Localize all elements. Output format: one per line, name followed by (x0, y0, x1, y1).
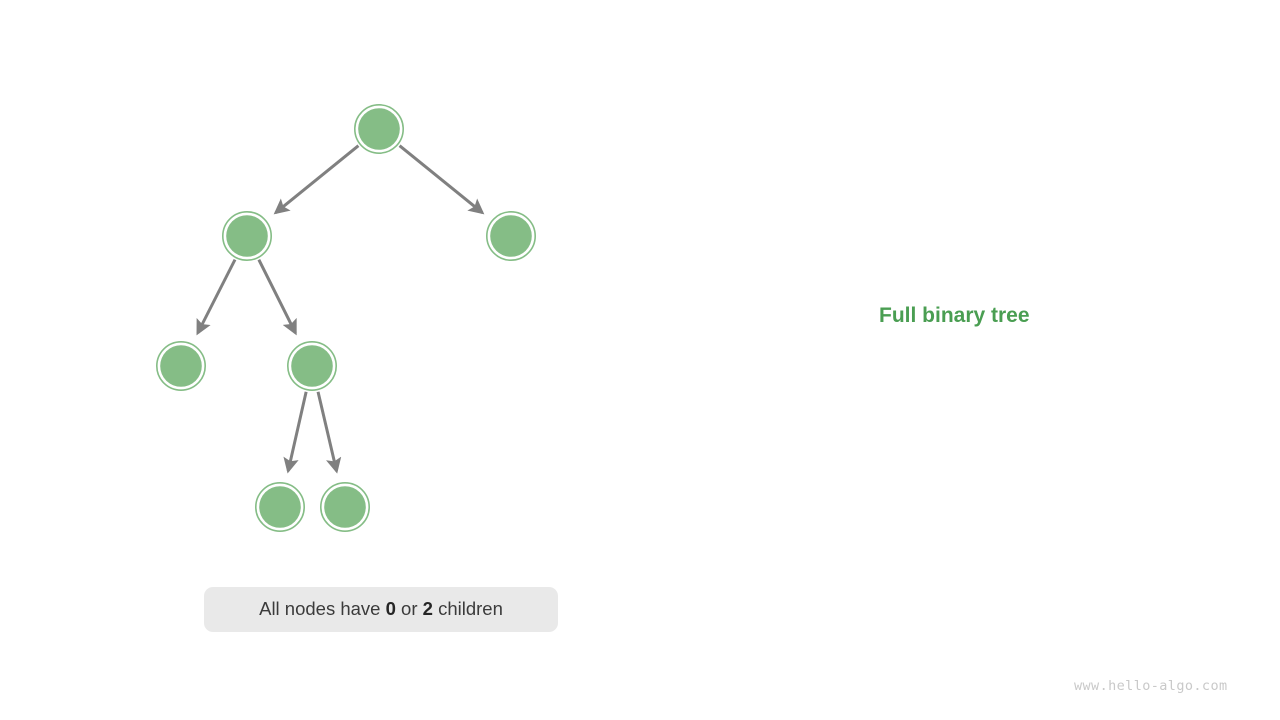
tree-node[interactable] (255, 481, 306, 532)
tree-edge (196, 258, 237, 336)
tree-edge (398, 144, 485, 215)
node-outer-ring (222, 211, 273, 262)
node-outer-ring (286, 340, 337, 391)
node-ring-gap (257, 484, 303, 530)
node-ring-gap (322, 484, 368, 530)
node-ring-gap (356, 106, 402, 152)
tree-edge (316, 391, 342, 474)
page-title: Full binary tree (879, 304, 1030, 327)
node-circle (259, 486, 301, 528)
node-ring-gap (158, 343, 204, 389)
node-circle (358, 108, 400, 150)
node-outer-ring (353, 104, 404, 155)
edge-layer (196, 144, 485, 474)
caption-bold-two: 2 (422, 598, 433, 620)
caption-prefix: All nodes have (259, 598, 386, 620)
caption-box: All nodes have 0 or 2 children (204, 587, 558, 632)
node-circle (160, 345, 202, 387)
caption-middle: or (395, 598, 423, 620)
node-outer-ring (255, 481, 306, 532)
tree-node[interactable] (319, 481, 370, 532)
tree-node[interactable] (222, 211, 273, 262)
tree-edge (257, 259, 297, 336)
node-outer-ring (485, 211, 536, 262)
node-ring-gap (224, 213, 270, 259)
node-circle (490, 215, 532, 257)
caption-bold-zero: 0 (385, 598, 396, 620)
tree-node[interactable] (485, 211, 536, 262)
tree-edge (273, 144, 360, 215)
caption-text: All nodes have 0 or 2 children (259, 600, 503, 619)
node-outer-ring (319, 481, 370, 532)
caption-suffix: children (432, 598, 503, 620)
tree-node[interactable] (156, 340, 207, 391)
tree-node[interactable] (353, 104, 404, 155)
tree-node[interactable] (286, 340, 337, 391)
node-ring-gap (488, 213, 534, 259)
node-circle (291, 345, 333, 387)
node-circle (324, 486, 366, 528)
watermark: www.hello-algo.com (1074, 678, 1228, 694)
node-ring-gap (289, 343, 335, 389)
node-circle (226, 215, 268, 257)
node-layer (156, 104, 536, 532)
tree-edge (283, 391, 308, 474)
node-outer-ring (156, 340, 207, 391)
